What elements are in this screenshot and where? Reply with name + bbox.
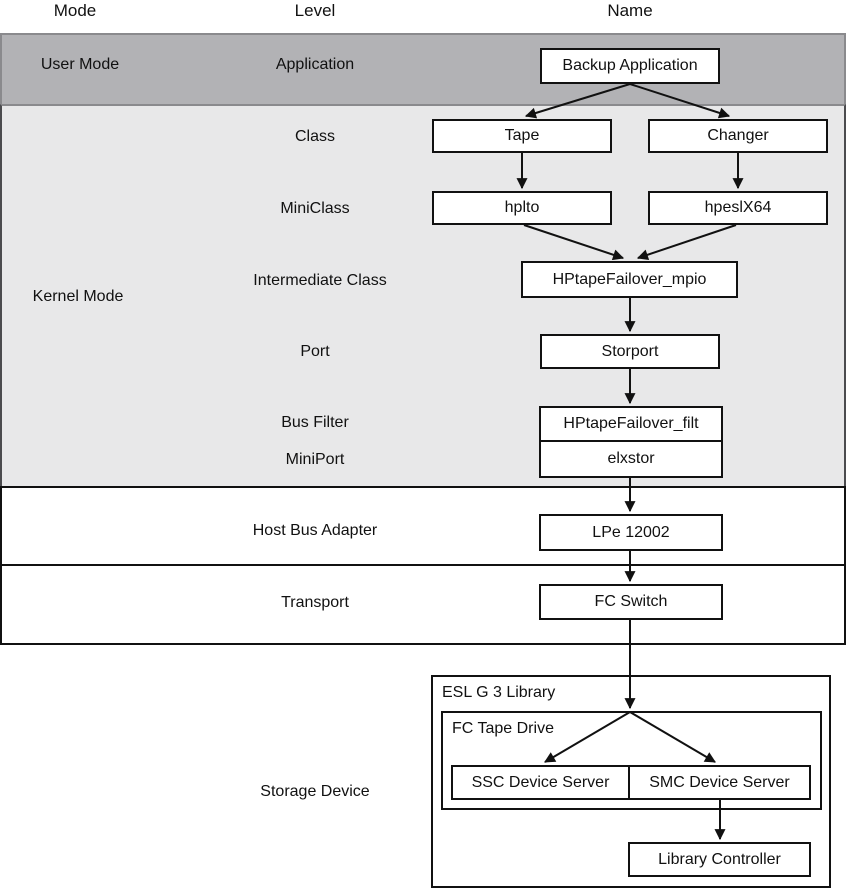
level-label-host-bus-adapter: Host Bus Adapter — [252, 522, 378, 539]
node-smc-device-server: SMC Device Server — [628, 765, 811, 800]
node-changer: Changer — [648, 119, 828, 153]
level-label-storage-device: Storage Device — [260, 783, 370, 800]
level-label-miniclass: MiniClass — [280, 200, 350, 217]
level-label-class: Class — [294, 128, 335, 145]
esl-g3-library-label: ESL G 3 Library — [442, 684, 556, 701]
node-backup-application: Backup Application — [540, 48, 720, 84]
node-tape: Tape — [432, 119, 612, 153]
node-storport: Storport — [540, 334, 720, 369]
mode-label-user-mode: User Mode — [40, 56, 120, 73]
level-label-bus-filter: Bus Filter — [281, 414, 349, 431]
fc-tape-drive-label: FC Tape Drive — [452, 720, 554, 737]
node-fc-switch: FC Switch — [539, 584, 723, 620]
level-label-intermediate-class: Intermediate Class — [253, 272, 387, 289]
node-elxstor: elxstor — [539, 440, 723, 478]
node-ssc-device-server: SSC Device Server — [451, 765, 630, 800]
node-hptapefailover-filt: HPtapeFailover_filt — [539, 406, 723, 442]
mode-label-kernel-mode: Kernel Mode — [32, 288, 124, 305]
node-library-controller: Library Controller — [628, 842, 811, 877]
node-hptapefailover-mpio: HPtapeFailover_mpio — [521, 261, 738, 298]
level-label-application: Application — [275, 56, 355, 73]
node-hplto: hplto — [432, 191, 612, 225]
level-label-transport: Transport — [281, 594, 349, 611]
column-header-level: Level — [294, 1, 336, 20]
node-hpeslx64: hpeslX64 — [648, 191, 828, 225]
level-label-miniport: MiniPort — [285, 451, 345, 468]
node-lpe12002: LPe 12002 — [539, 514, 723, 551]
level-label-port: Port — [300, 343, 330, 360]
column-header-name: Name — [607, 1, 653, 20]
column-header-mode: Mode — [53, 1, 97, 20]
